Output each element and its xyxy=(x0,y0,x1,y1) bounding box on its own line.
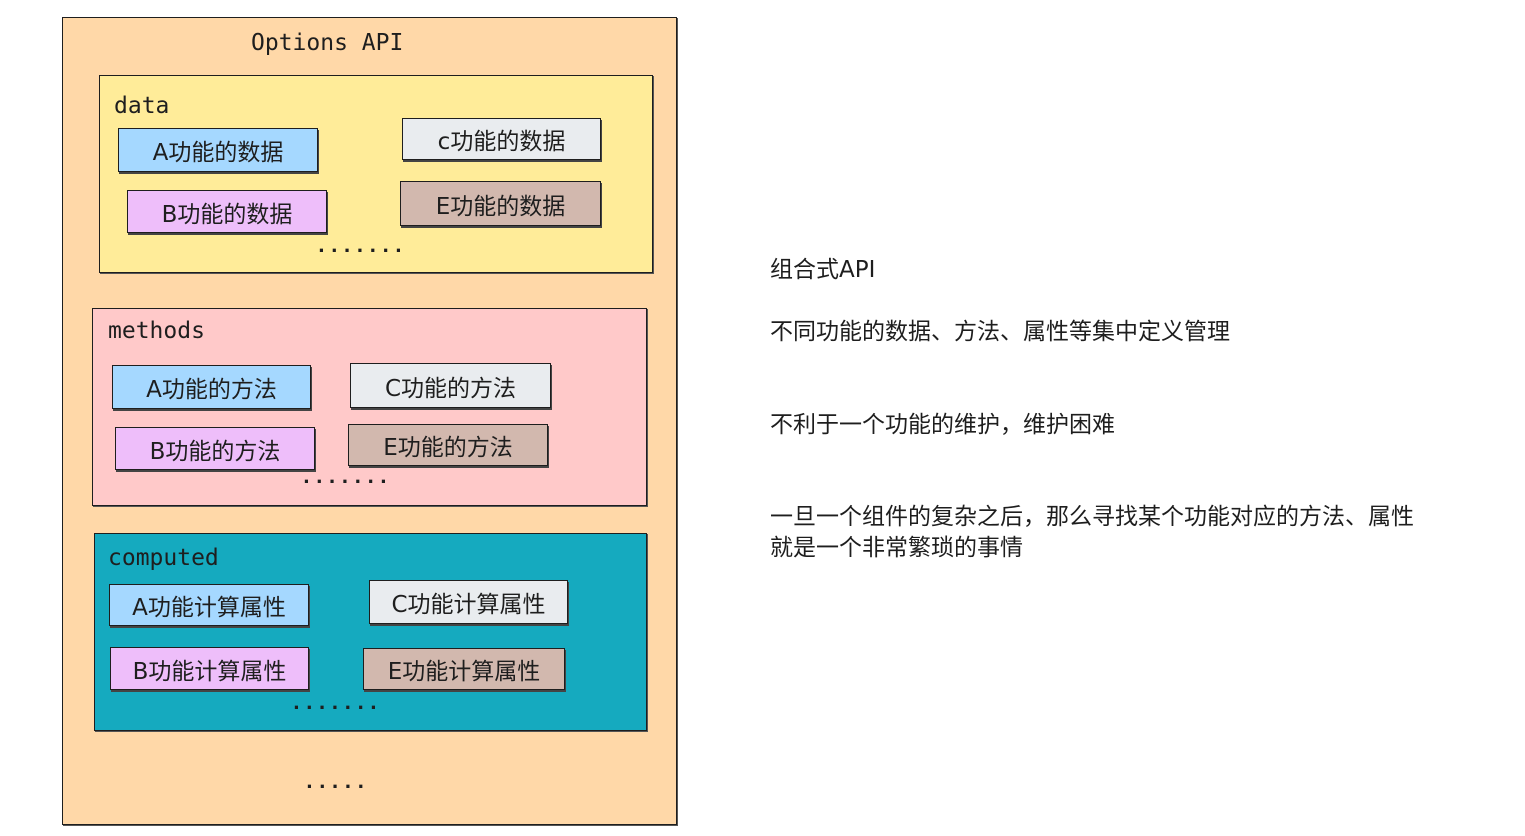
data-item-e: E功能的数据 xyxy=(400,181,601,226)
computed-item-b: B功能计算属性 xyxy=(110,647,309,690)
computed-label: computed xyxy=(108,545,219,571)
data-more-dots: ....... xyxy=(318,236,408,257)
methods-item-c: C功能的方法 xyxy=(350,363,551,408)
methods-item-e: E功能的方法 xyxy=(348,424,548,466)
note-line-2: 不利于一个功能的维护，维护困难 xyxy=(770,412,1115,438)
computed-section xyxy=(94,533,647,731)
computed-item-e: E功能计算属性 xyxy=(363,648,565,690)
note-line-3a: 一旦一个组件的复杂之后，那么寻找某个功能对应的方法、属性 xyxy=(770,504,1414,530)
computed-more-dots: ....... xyxy=(293,693,383,714)
methods-item-b: B功能的方法 xyxy=(115,427,315,470)
options-api-title: Options API xyxy=(251,30,404,56)
methods-item-a: A功能的方法 xyxy=(112,365,311,409)
composition-api-title: 组合式API xyxy=(770,257,876,283)
data-item-a: A功能的数据 xyxy=(118,128,318,172)
data-item-b: B功能的数据 xyxy=(127,190,327,233)
data-item-c: c功能的数据 xyxy=(402,118,601,160)
computed-item-a: A功能计算属性 xyxy=(109,584,309,626)
options-more-dots: ..... xyxy=(306,772,371,793)
note-line-3b: 就是一个非常繁琐的事情 xyxy=(770,535,1023,561)
data-label: data xyxy=(114,93,170,119)
note-line-1: 不同功能的数据、方法、属性等集中定义管理 xyxy=(770,319,1230,345)
methods-label: methods xyxy=(108,318,205,344)
computed-item-c: C功能计算属性 xyxy=(369,580,568,624)
data-section xyxy=(99,75,653,273)
methods-more-dots: ....... xyxy=(303,467,393,488)
